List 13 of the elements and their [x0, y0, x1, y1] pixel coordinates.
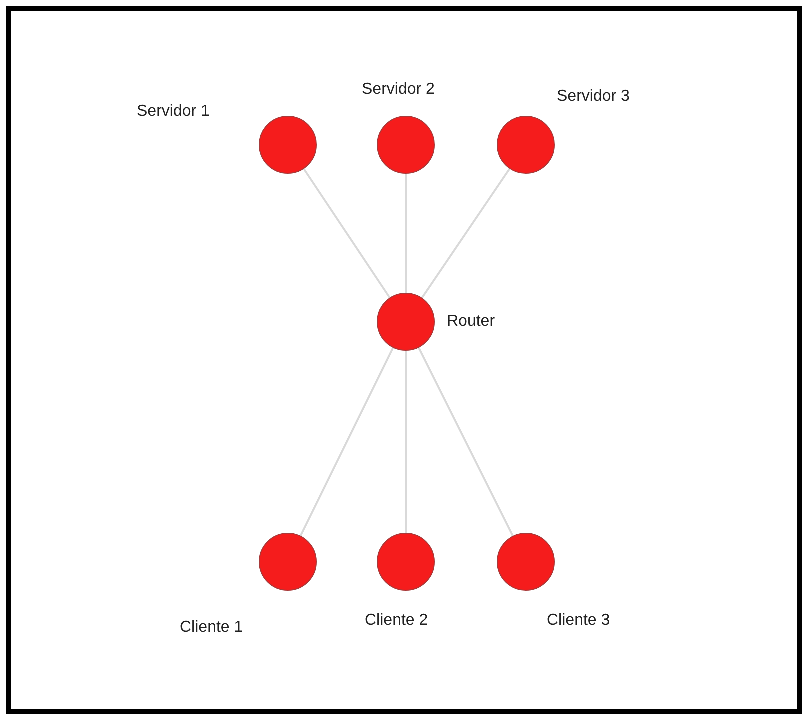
connector-line — [405, 174, 407, 293]
connector-line — [418, 348, 514, 536]
node-label: Servidor 1 — [137, 103, 210, 121]
connector-line — [303, 168, 391, 298]
connector-line — [405, 351, 407, 533]
node-label: Cliente 3 — [547, 612, 610, 630]
node-label: Servidor 3 — [557, 88, 630, 106]
node-label: Cliente 2 — [365, 612, 428, 630]
node-label: Cliente 1 — [180, 619, 244, 637]
connector-line — [300, 348, 394, 536]
connector-line — [421, 168, 511, 299]
node-label: Servidor 2 — [362, 81, 435, 99]
node-label: Router — [447, 313, 496, 331]
